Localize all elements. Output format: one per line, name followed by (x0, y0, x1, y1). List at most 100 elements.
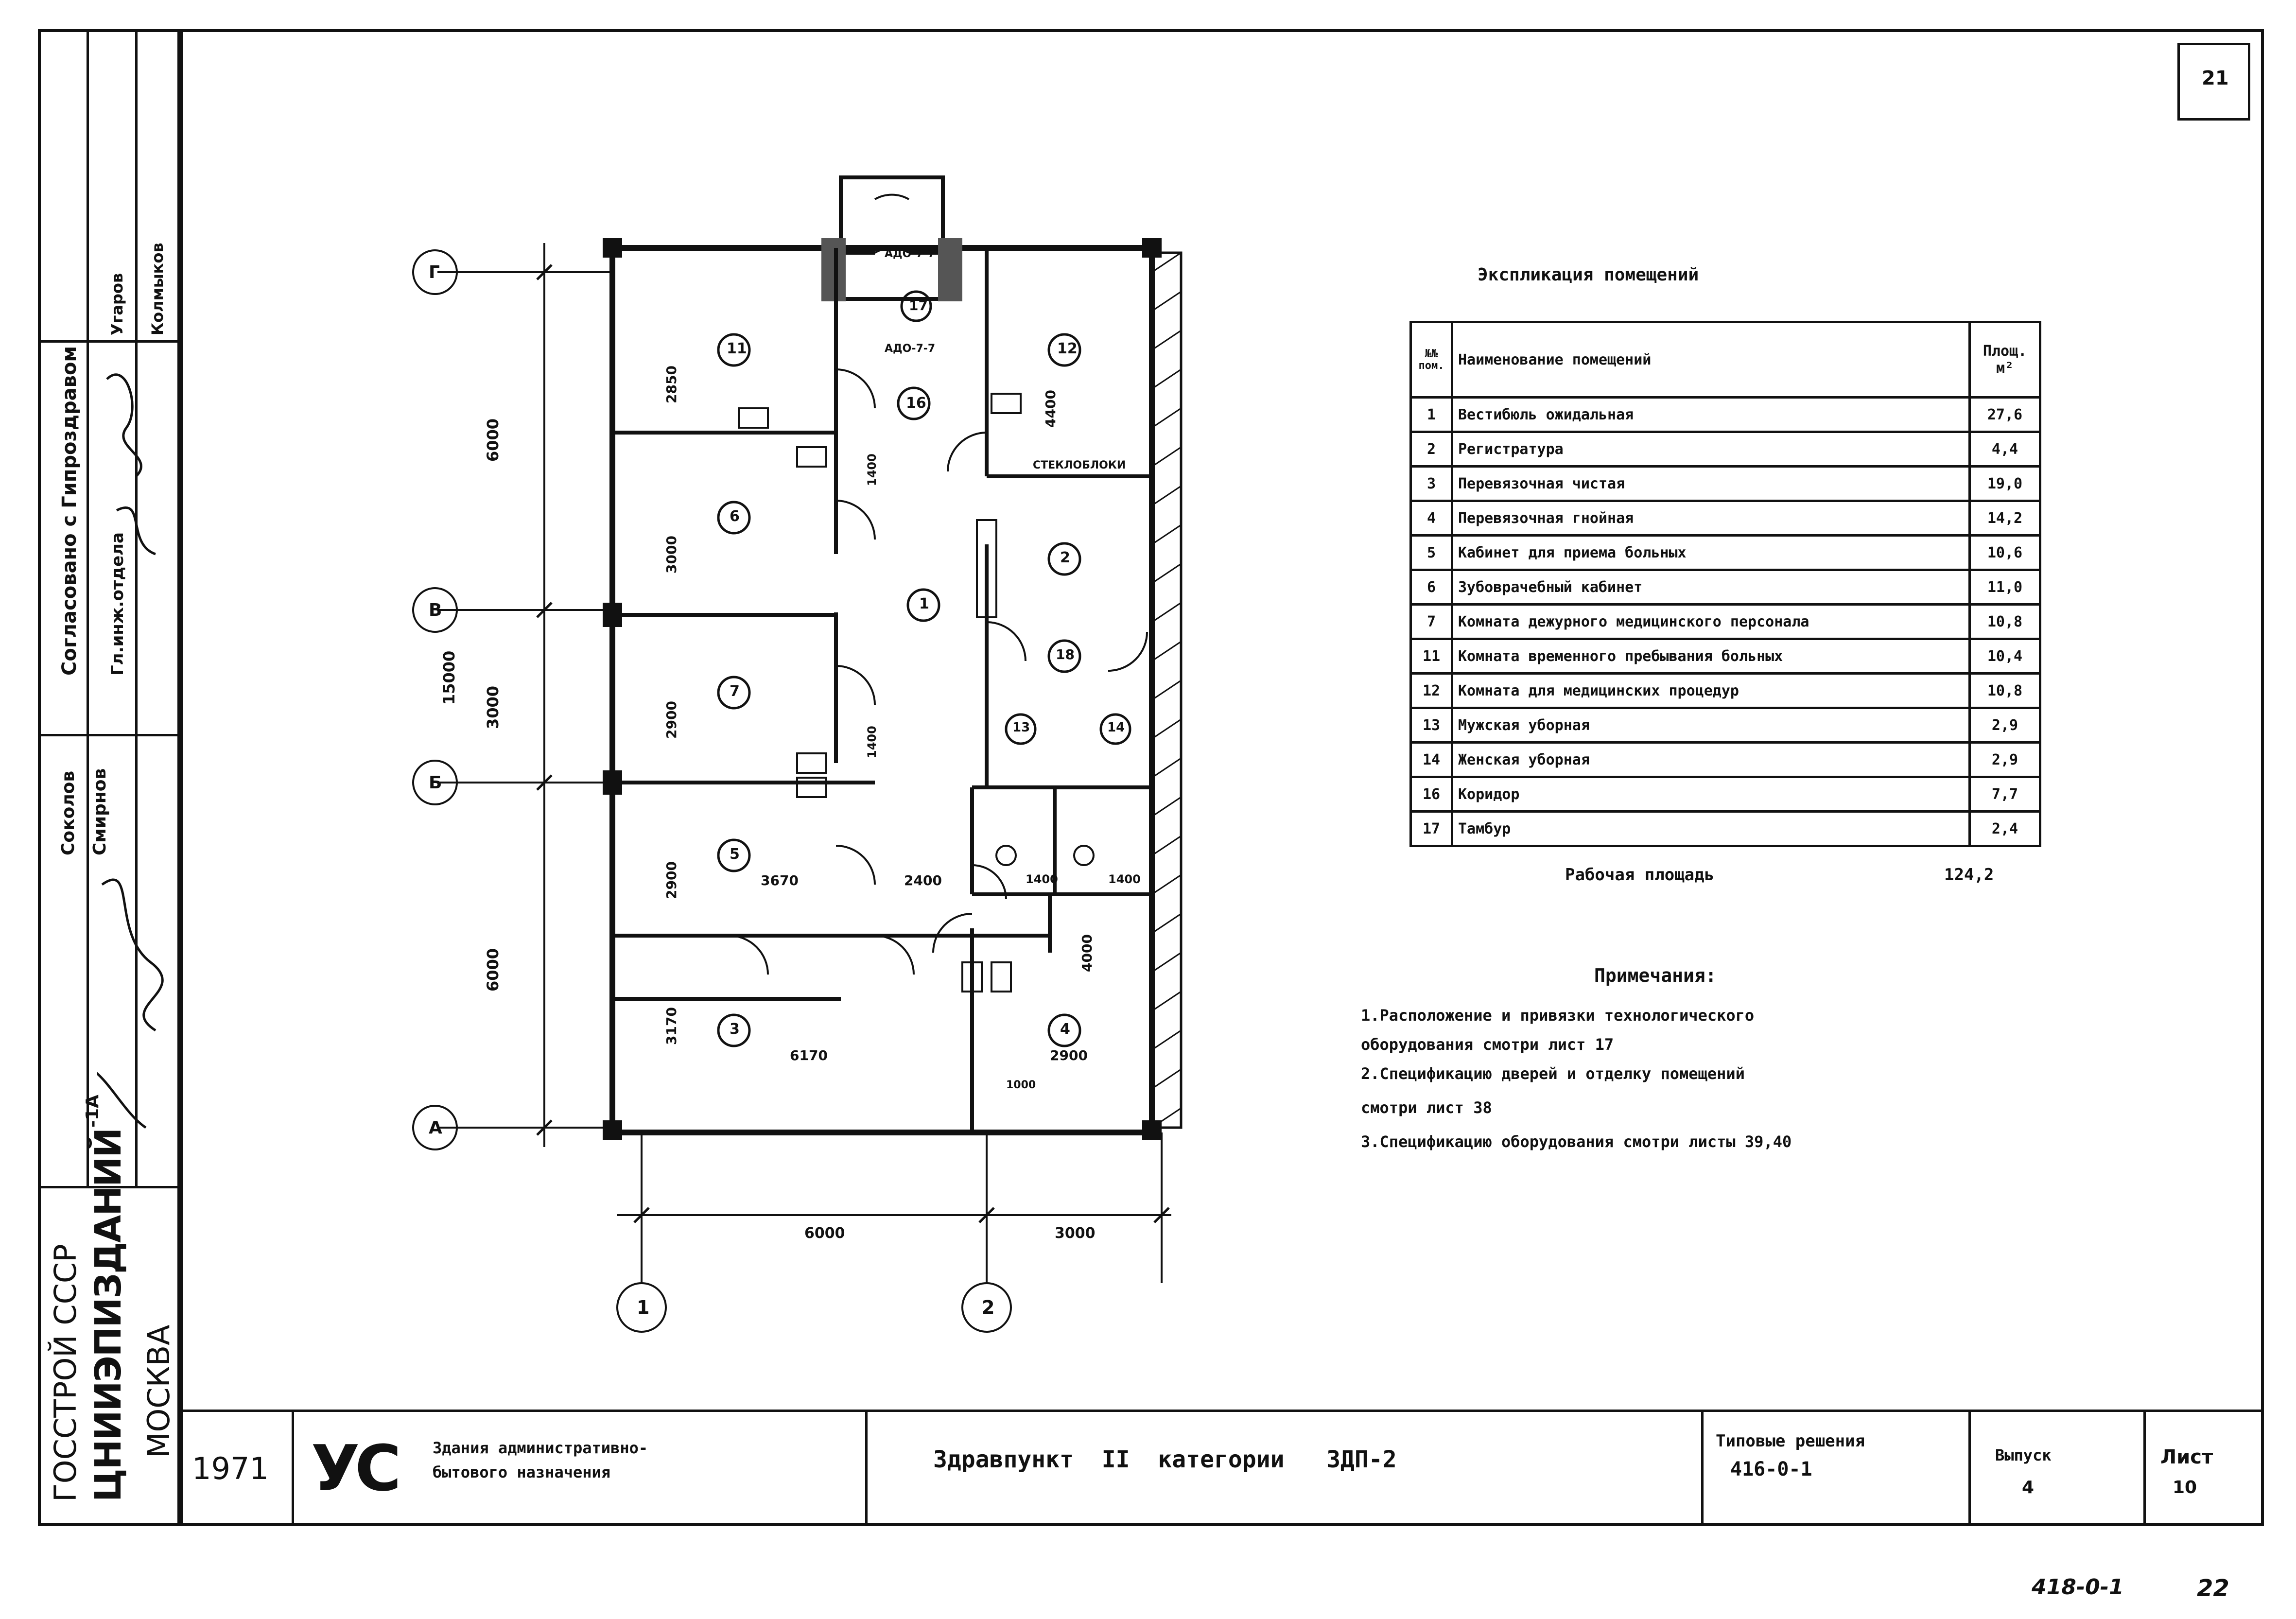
note-line-3: 2.Спецификацию дверей и отделку помещени… (1361, 1064, 1745, 1083)
dim-2850: 2850 (663, 366, 679, 403)
dim-1400-a: 1400 (865, 453, 879, 486)
dim-2900-b: 2900 (663, 861, 679, 899)
dim-2400: 2400 (904, 872, 942, 888)
left-stamp-strip (38, 29, 180, 1526)
room-6: 6 (730, 508, 740, 525)
explication-cell-num: 1 (1409, 396, 1453, 433)
door-top-2: АДО-7-7 (885, 343, 936, 355)
explication-cell-num: 17 (1409, 810, 1453, 847)
col-name-header: Наименование помещений (1451, 321, 1971, 399)
dim-3000-h: 3000 (1055, 1225, 1096, 1242)
title-block (180, 1410, 2264, 1526)
explication-cell-area: 4,4 (1968, 431, 2041, 468)
explication-cell-num: 14 (1409, 741, 1453, 778)
glass-block-label: СТЕКЛОБЛОКИ (1033, 459, 1126, 471)
explication-cell-area: 2,9 (1968, 707, 2041, 744)
approved-name-2: Колмыков (148, 243, 167, 335)
approved-name-1: Угаров (108, 273, 126, 335)
dim-4400: 4400 (1043, 390, 1059, 428)
issue-value: 4 (2022, 1478, 2035, 1497)
issue-label: Выпуск (1995, 1446, 2052, 1464)
explication-cell-area: 27,6 (1968, 396, 2041, 433)
logo: УС (311, 1431, 401, 1505)
sheet-value: 10 (2173, 1478, 2197, 1497)
explication-cell-area: 11,0 (1968, 569, 2041, 606)
dim-4000: 4000 (1079, 934, 1095, 972)
explication-cell-name: Женская уборная (1451, 741, 1971, 778)
explication-cell-name: Комната для медицинских процедур (1451, 672, 1971, 709)
note-line-4: смотри лист 38 (1361, 1098, 1492, 1117)
axis-g: Г (429, 262, 440, 282)
axis-1: 1 (637, 1297, 650, 1318)
dim-1400-c: 1400 (1026, 872, 1058, 886)
dim-1400-d: 1400 (1108, 872, 1141, 886)
explication-cell-area: 2,4 (1968, 810, 2041, 847)
total-value: 124,2 (1944, 865, 1994, 885)
explication-title: Экспликация помещений (1478, 265, 1699, 285)
dim-6170: 6170 (790, 1047, 828, 1063)
room-4: 4 (1060, 1021, 1070, 1038)
notes-title: Примечания: (1594, 965, 1717, 986)
explication-cell-area: 19,0 (1968, 465, 2041, 502)
col-num-header: №№ пом. (1409, 321, 1453, 399)
explication-cell-num: 3 (1409, 465, 1453, 502)
explication-cell-name: Зубоврачебный кабинет (1451, 569, 1971, 606)
explication-cell-name: Кабинет для приема больных (1451, 534, 1971, 571)
dim-3000: 3000 (484, 685, 502, 729)
sheet-number-box (2177, 43, 2250, 121)
dim-3000-inner: 3000 (663, 536, 679, 574)
explication-cell-area: 2,9 (1968, 741, 2041, 778)
note-line-2: оборудования смотри лист 17 (1361, 1035, 1614, 1054)
room-12: 12 (1057, 340, 1078, 357)
signatures (97, 373, 164, 1129)
explication-cell-area: 10,6 (1968, 534, 2041, 571)
explication-cell-num: 5 (1409, 534, 1453, 571)
explication-cell-name: Коридор (1451, 776, 1971, 813)
room-5: 5 (730, 846, 740, 863)
explication-cell-area: 10,8 (1968, 603, 2041, 640)
room-11: 11 (727, 340, 747, 357)
dim-2900-a: 2900 (663, 701, 679, 739)
explication-cell-area: 10,8 (1968, 672, 2041, 709)
col-area-header: Площ. м² (1968, 321, 2041, 399)
explication-cell-num: 11 (1409, 638, 1453, 675)
project-title: Здравпункт II категории ЗДП-2 (933, 1446, 1397, 1473)
dim-6000-top: 6000 (484, 418, 502, 462)
axis-b: Б (429, 773, 442, 793)
room-13: 13 (1012, 720, 1030, 735)
floor-plan (412, 175, 1183, 1333)
explication-cell-num: 6 (1409, 569, 1453, 606)
dim-1400-b: 1400 (865, 726, 879, 758)
dim-1000: 1000 (1006, 1079, 1036, 1091)
year: 1971 (192, 1451, 269, 1486)
footer-code: 418-0-1 (2032, 1575, 2124, 1600)
room-1: 1 (919, 595, 929, 612)
explication-cell-name: Вестибюль ожидальная (1451, 396, 1971, 433)
dim-3170: 3170 (663, 1007, 679, 1045)
explication-cell-name: Комната временного пребывания больных (1451, 638, 1971, 675)
explication-cell-num: 2 (1409, 431, 1453, 468)
explication-cell-name: Тамбур (1451, 810, 1971, 847)
note-line-1: 1.Расположение и привязки технологическо… (1361, 1006, 1755, 1025)
left-stamp-grid (38, 29, 180, 1188)
org-1: ГОССТРОЙ СССР (48, 1244, 83, 1502)
explication-cell-name: Комната дежурного медицинского персонала (1451, 603, 1971, 640)
total-label: Рабочая площадь (1565, 865, 1715, 885)
org-2: ЦНИИЭПИЗДАНИЙ (87, 1128, 129, 1502)
series-label: Типовые решения (1716, 1431, 1865, 1451)
dim-6000-h: 6000 (804, 1225, 845, 1242)
series-value: 416-0-1 (1730, 1458, 1812, 1480)
dim-3670: 3670 (761, 872, 799, 888)
sheet-label: Лист (2160, 1446, 2213, 1468)
room-17: 17 (909, 297, 928, 313)
